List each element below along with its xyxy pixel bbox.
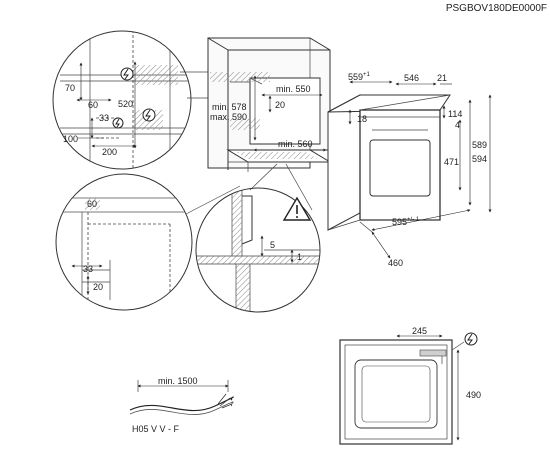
- dim-471: 471: [444, 157, 459, 167]
- warning-triangle-icon: [282, 196, 312, 221]
- dim-460: 460: [388, 258, 403, 268]
- product-code: PSGBOV180DE0000F: [446, 3, 547, 14]
- detail-circle-gap: 5 1: [195, 187, 321, 313]
- dim-70: 70: [65, 83, 75, 93]
- dim-min578: min. 578: [212, 102, 247, 112]
- dim-546: 546: [404, 73, 419, 83]
- power-plug-icon: [142, 108, 156, 122]
- dim-min560: min. 560: [278, 139, 313, 149]
- cable-type: H05 V V - F: [132, 424, 180, 434]
- dim-min550: min. 550: [276, 84, 311, 94]
- dim-559: 559+1: [348, 72, 371, 82]
- cabinet: min. 578 max. 590 min. 550 20 min. 560: [207, 37, 332, 172]
- power-plug-icon: [112, 117, 124, 129]
- dim-1: 1: [297, 252, 302, 262]
- dim-245: 245: [412, 326, 427, 336]
- power-plug-icon: [120, 67, 134, 81]
- dim-60: 60: [88, 100, 98, 110]
- dim-60: 60: [87, 199, 97, 209]
- rear-view: 245 490: [339, 326, 481, 445]
- dim-33: 33: [83, 264, 93, 274]
- dim-max590: max. 590: [210, 112, 247, 122]
- power-plug-icon: [464, 332, 478, 346]
- dim-490: 490: [466, 390, 481, 400]
- dim-18: 18: [357, 114, 367, 124]
- detail-circle-middle: 60 33 20: [55, 173, 193, 311]
- dim-100: 100: [63, 134, 78, 144]
- dim-min1500: min. 1500: [158, 376, 198, 386]
- dim-4: 4: [455, 120, 460, 130]
- dim-595: 595+/- 1: [392, 217, 420, 227]
- dim-20: 20: [275, 100, 285, 110]
- dim-33: 33: [99, 113, 109, 123]
- dim-594: 594: [472, 154, 487, 164]
- detail-circle-top: 70 60 520 33 100 200: [52, 30, 192, 170]
- dim-200: 200: [102, 147, 117, 157]
- dim-520: 520: [118, 99, 133, 109]
- power-cable: min. 1500 H05 V V - F: [129, 376, 234, 434]
- dim-589: 589: [472, 140, 487, 150]
- dim-114: 114: [448, 109, 462, 119]
- dim-21: 21: [437, 73, 447, 83]
- oven-isometric: 559+1 546 21 18 114 4 471 589 594 595+/-…: [327, 72, 492, 268]
- dim-5: 5: [270, 240, 275, 250]
- dim-20: 20: [93, 282, 103, 292]
